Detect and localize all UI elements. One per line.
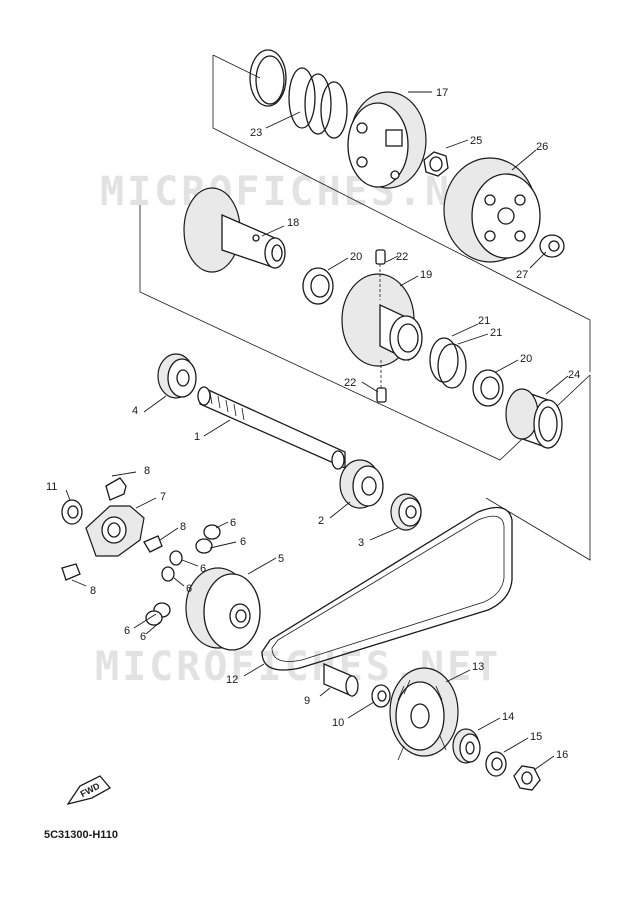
callout-15: 15 — [530, 731, 542, 743]
washer-11 — [61, 499, 83, 525]
callout-22-lower: 22 — [344, 377, 356, 389]
nut-25 — [423, 151, 449, 177]
guide-pin-22-upper — [375, 249, 386, 300]
callout-9: 9 — [304, 695, 310, 707]
callout-10: 10 — [332, 717, 344, 729]
callout-20-upper: 20 — [350, 251, 362, 263]
bearing-2 — [339, 459, 384, 509]
washer-15 — [485, 751, 507, 777]
callout-6-a: 6 — [230, 517, 236, 529]
v-belt-12 — [261, 506, 513, 671]
guide-pin-22-lower — [376, 360, 387, 403]
slider-8-top — [105, 477, 127, 501]
callout-21-upper: 21 — [478, 315, 490, 327]
callout-26: 26 — [536, 141, 548, 153]
callout-12: 12 — [226, 674, 238, 686]
callout-8-middle: 8 — [180, 521, 186, 533]
spring-23 — [249, 49, 348, 139]
callout-6-f: 6 — [140, 631, 146, 643]
callout-1: 1 — [194, 431, 200, 443]
watermark-top: MICROFICHES.NET — [100, 169, 506, 215]
collar-9 — [323, 663, 359, 697]
callout-6-e: 6 — [124, 625, 130, 637]
primary-sliding-sheave-5 — [185, 567, 261, 651]
callout-8-top: 8 — [144, 465, 150, 477]
slider-8-middle — [143, 535, 163, 553]
callout-14: 14 — [502, 711, 514, 723]
callout-27: 27 — [516, 269, 528, 281]
callout-16: 16 — [556, 749, 568, 761]
callout-8-bottom: 8 — [90, 585, 96, 597]
diagram-code: 5C31300-H110 — [44, 829, 118, 841]
callout-6-c: 6 — [200, 563, 206, 575]
callout-2: 2 — [318, 515, 324, 527]
washer-10 — [371, 684, 391, 708]
callout-25: 25 — [470, 135, 482, 147]
callout-24: 24 — [568, 369, 580, 381]
callout-19: 19 — [420, 269, 432, 281]
weight-6-group — [145, 524, 221, 626]
bearing-4 — [157, 353, 197, 399]
callout-3: 3 — [358, 537, 364, 549]
nut-16 — [513, 765, 541, 791]
clutch-carrier-17 — [347, 91, 427, 189]
callout-20-lower: 20 — [520, 353, 532, 365]
clutch-housing-26 — [443, 157, 541, 263]
clutch-14 — [452, 728, 481, 764]
oil-seal-3 — [390, 493, 422, 531]
callout-5: 5 — [278, 553, 284, 565]
primary-shaft-1 — [197, 386, 346, 470]
callout-23: 23 — [250, 127, 262, 139]
callout-18: 18 — [287, 217, 299, 229]
callout-6-d: 6 — [186, 583, 192, 595]
secondary-fixed-sheave-18 — [183, 187, 286, 273]
callout-22-upper: 22 — [396, 251, 408, 263]
nut-27 — [539, 234, 565, 258]
leader-lines — [65, 91, 569, 771]
callout-21-lower: 21 — [490, 327, 502, 339]
callout-7: 7 — [160, 491, 166, 503]
callout-17: 17 — [436, 87, 448, 99]
callout-6-b: 6 — [240, 536, 246, 548]
slider-8-bottom — [61, 563, 81, 581]
callout-13: 13 — [472, 661, 484, 673]
callout-11: 11 — [46, 481, 57, 493]
oil-seal-20-upper — [302, 267, 334, 305]
o-ring-21 — [429, 337, 467, 389]
fwd-arrow-icon: FWD — [66, 775, 112, 806]
oil-seal-20-lower — [472, 369, 504, 407]
callout-numbers: 23 17 25 26 27 18 20 22 19 21 21 20 24 2… — [46, 87, 580, 761]
callout-4: 4 — [132, 405, 138, 417]
collar-24 — [505, 388, 563, 449]
primary-fixed-sheave-13 — [389, 667, 459, 761]
cam-plate-7 — [85, 505, 145, 557]
sliding-sheave-19 — [341, 273, 423, 367]
